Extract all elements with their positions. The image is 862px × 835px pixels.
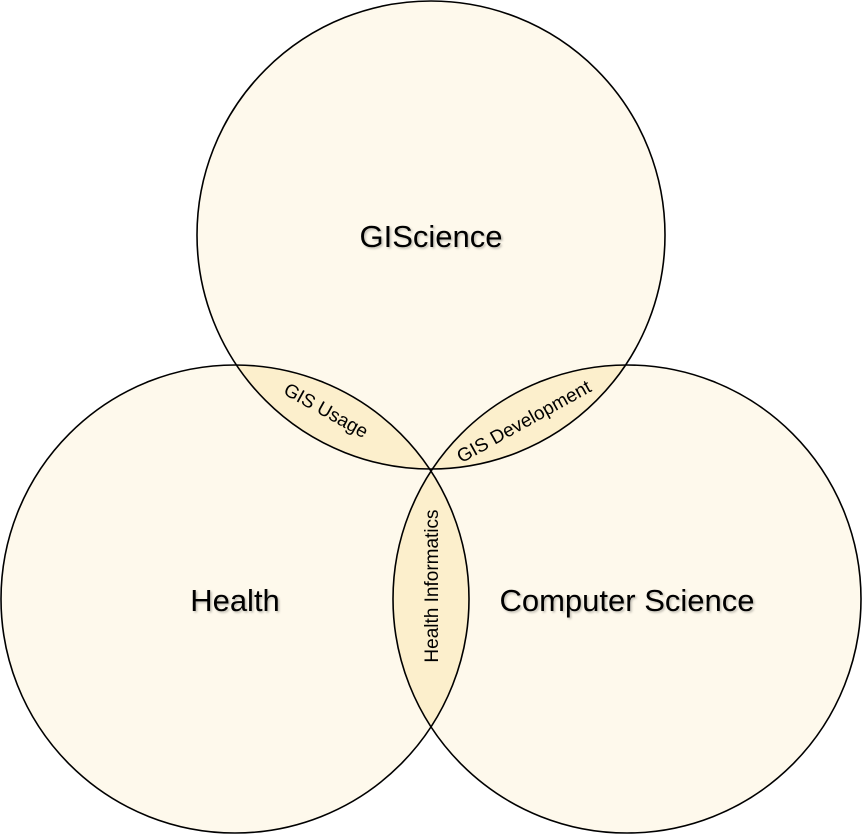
health-informatics-label: Health Informatics [422,509,443,662]
giscience-label: GIScience [359,219,502,254]
health-label: Health [190,583,280,618]
health-circle [0,364,470,834]
computer-science-circle-fill [393,365,861,833]
health-circle-fill [1,365,469,833]
computer-science-label: Computer Science [499,583,754,618]
computer-science-circle [392,364,862,834]
giscience-circle [196,0,666,470]
giscience-circle-fill [197,1,665,469]
